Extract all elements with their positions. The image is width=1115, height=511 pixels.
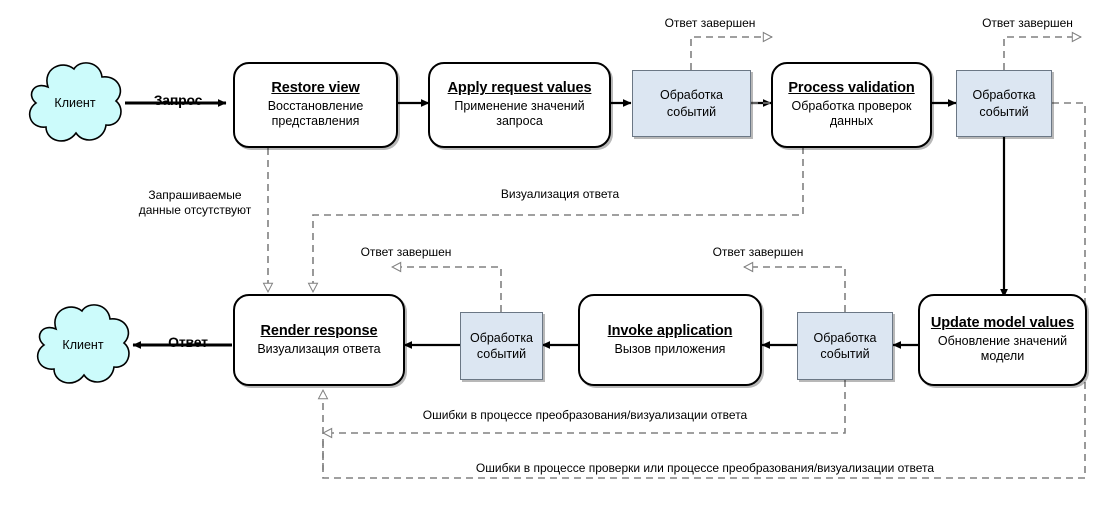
phase-update-model-values-title-ru: Обновление значений модели bbox=[937, 333, 1068, 364]
phase-apply-request-values[interactable]: Apply request values Применение значений… bbox=[428, 62, 611, 148]
phase-restore-view-title-en: Restore view bbox=[271, 80, 360, 97]
label-validation-errors: Ошибки в процессе проверки или процессе … bbox=[475, 461, 935, 475]
phase-restore-view[interactable]: Restore view Восстановление представлени… bbox=[233, 62, 398, 148]
phase-update-model-values[interactable]: Update model values Обновление значений … bbox=[918, 294, 1087, 386]
phase-render-response[interactable]: Render response Визуализация ответа bbox=[233, 294, 405, 386]
label-response-complete-1: Ответ завершен bbox=[664, 16, 756, 30]
event-processing-2[interactable]: Обработка событий bbox=[956, 70, 1052, 137]
edge-response-complete-event1 bbox=[690, 31, 773, 70]
phase-restore-view-title-ru: Восстановление представления bbox=[267, 98, 364, 129]
event-processing-4-label: Обработка событий bbox=[469, 330, 534, 361]
label-response-complete-4: Ответ завершен bbox=[712, 245, 804, 259]
edge-response-complete-event4 bbox=[391, 261, 502, 312]
phase-process-validation[interactable]: Process validation Обработка проверок да… bbox=[771, 62, 932, 148]
phase-process-validation-title-ru: Обработка проверок данных bbox=[791, 98, 912, 129]
cloud-shape-icon bbox=[36, 304, 130, 384]
label-render-response: Визуализация ответа bbox=[500, 187, 620, 201]
event-processing-2-label: Обработка событий bbox=[972, 88, 1036, 119]
client-response-label: Клиент bbox=[62, 338, 104, 352]
label-response-complete-2: Ответ завершен bbox=[982, 16, 1073, 30]
event-processing-1-label: Обработка событий bbox=[659, 88, 724, 119]
phase-process-validation-title-en: Process validation bbox=[788, 80, 915, 97]
event-processing-1[interactable]: Обработка событий bbox=[632, 70, 751, 137]
client-request-cloud: Клиент bbox=[22, 57, 128, 149]
client-response-cloud: Клиент bbox=[30, 299, 136, 391]
edge-conversion-errors bbox=[322, 380, 846, 439]
cloud-shape-icon bbox=[28, 62, 122, 142]
client-request-label: Клиент bbox=[54, 96, 96, 110]
phase-invoke-application-title-en: Invoke application bbox=[607, 322, 733, 339]
phase-invoke-application-title-ru: Вызов приложения bbox=[614, 341, 726, 356]
edge-response-complete-event2 bbox=[1003, 31, 1082, 70]
event-processing-3[interactable]: Обработка событий bbox=[797, 312, 893, 380]
phase-apply-request-values-title-en: Apply request values bbox=[447, 80, 592, 97]
label-conversion-errors: Ошибки в процессе преобразования/визуали… bbox=[422, 408, 748, 422]
phase-apply-request-values-title-ru: Применение значений запроса bbox=[454, 98, 585, 129]
label-response: Ответ bbox=[168, 334, 208, 350]
event-processing-3-label: Обработка событий bbox=[813, 330, 877, 361]
event-processing-4[interactable]: Обработка событий bbox=[460, 312, 543, 380]
edge-response-complete-event3 bbox=[743, 261, 846, 312]
label-response-complete-3: Ответ завершен bbox=[360, 245, 452, 259]
phase-render-response-title-en: Render response bbox=[260, 322, 378, 339]
phase-render-response-title-ru: Визуализация ответа bbox=[257, 341, 381, 356]
phase-update-model-values-title-en: Update model values bbox=[930, 315, 1075, 332]
label-request: Запрос bbox=[153, 92, 203, 108]
label-no-requested-data: Запрашиваемые данные отсутствуют bbox=[138, 188, 252, 217]
phase-invoke-application[interactable]: Invoke application Вызов приложения bbox=[578, 294, 762, 386]
